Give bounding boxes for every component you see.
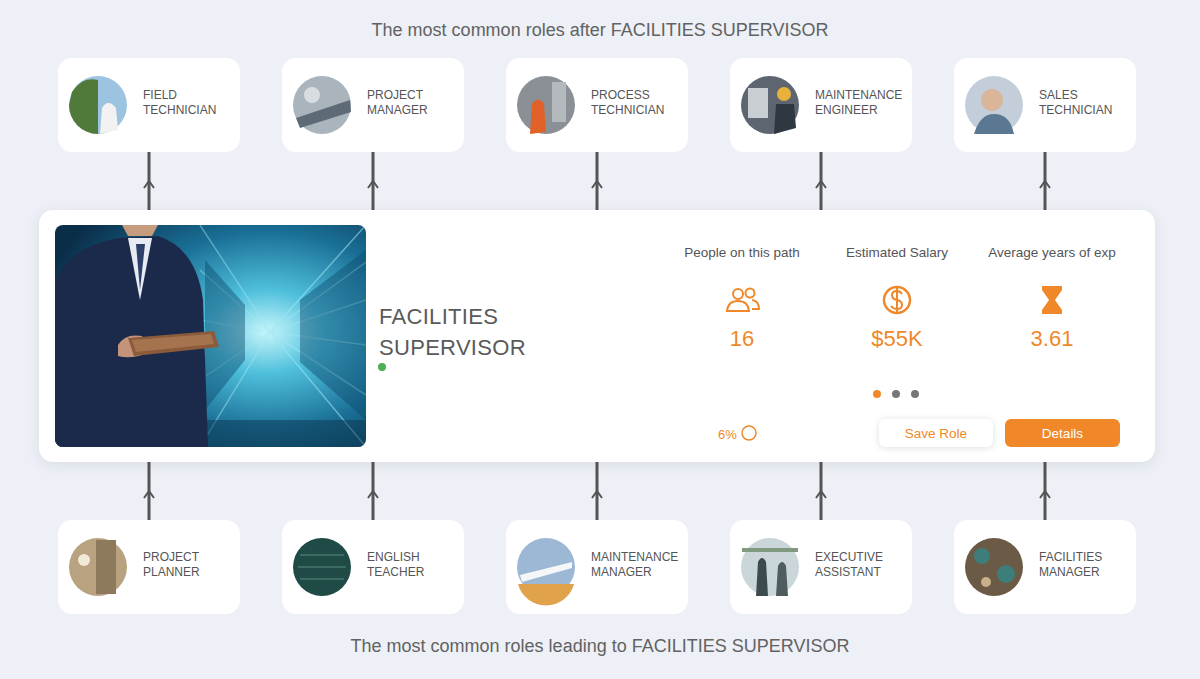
role-title: FACILITIES SUPERVISOR xyxy=(379,301,554,363)
action-button: Save Role xyxy=(879,419,993,447)
role-box: SALES TECHNICIAN xyxy=(954,58,1136,152)
role-name: FIELD TECHNICIAN xyxy=(143,88,238,118)
role-box: FIELD TECHNICIAN xyxy=(58,58,240,152)
stat-value: $55K xyxy=(837,326,957,352)
career-connector xyxy=(820,462,823,520)
career-connector xyxy=(372,152,375,210)
role-name: ENGLISH TEACHER xyxy=(367,550,462,580)
role-box: MAINTENANCE MANAGER xyxy=(506,520,688,614)
stat-label: Average years of exp xyxy=(962,244,1142,262)
stat-label: Estimated Salary xyxy=(807,244,987,262)
stat-value: 16 xyxy=(682,326,802,352)
role-name: EXECUTIVE ASSISTANT xyxy=(815,550,910,580)
role-box: PROJECT PLANNER xyxy=(58,520,240,614)
role-box: PROJECT MANAGER xyxy=(282,58,464,152)
role-box: FACILITIES MANAGER xyxy=(954,520,1136,614)
role-name: MAINTENANCE ENGINEER xyxy=(815,88,910,118)
stat-value: 3.61 xyxy=(992,326,1112,352)
button-label: Details xyxy=(1042,426,1083,441)
action-button: Details xyxy=(1005,419,1120,447)
role-name: SALES TECHNICIAN xyxy=(1039,88,1134,118)
career-connector xyxy=(148,462,151,520)
role-box: PROCESS TECHNICIAN xyxy=(506,58,688,152)
role-name: PROCESS TECHNICIAN xyxy=(591,88,686,118)
diagram-title: The most common roles after FACILITIES S… xyxy=(0,19,1200,41)
role-box: MAINTENANCE ENGINEER xyxy=(730,58,912,152)
career-connector xyxy=(148,152,151,210)
career-connector xyxy=(1044,462,1047,520)
career-connector xyxy=(596,462,599,520)
button-label: Save Role xyxy=(905,426,967,441)
diagram-caption: The most common roles leading to FACILIT… xyxy=(0,635,1200,657)
career-connector xyxy=(596,152,599,210)
role-box: ENGLISH TEACHER xyxy=(282,520,464,614)
career-connector xyxy=(820,152,823,210)
role-name: MAINTENANCE MANAGER xyxy=(591,550,686,580)
role-summary-card: FACILITIES SUPERVISOR People on this path… xyxy=(39,210,1155,462)
role-name: PROJECT PLANNER xyxy=(143,550,238,580)
role-box: EXECUTIVE ASSISTANT xyxy=(730,520,912,614)
role-name: PROJECT MANAGER xyxy=(367,88,462,118)
role-name: FACILITIES MANAGER xyxy=(1039,550,1134,580)
career-connector xyxy=(372,462,375,520)
match-percent: 6% xyxy=(718,427,758,443)
stat-label: People on this path xyxy=(652,244,832,262)
career-connector xyxy=(1044,152,1047,210)
